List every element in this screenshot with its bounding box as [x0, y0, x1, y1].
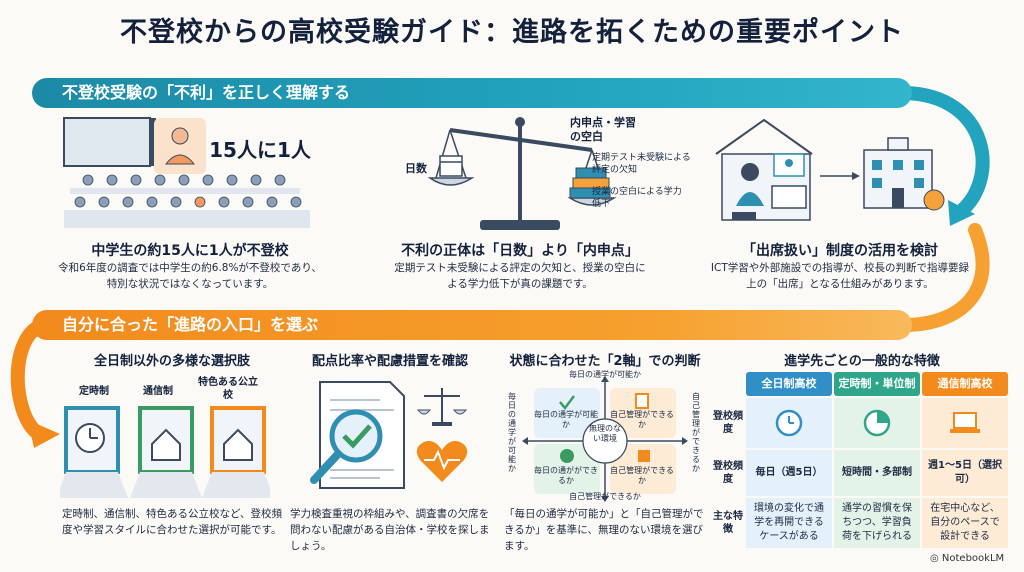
s1c3-text: ICT学習や外部施設での指導が、校長の判断で指導要録上の「出席」となる仕組みがあ…: [710, 262, 970, 290]
ratio-label: 15人に1人: [209, 138, 311, 162]
center-label: 無理のない環境: [589, 424, 621, 443]
logo-icon: ◎: [930, 553, 942, 564]
s1c2-text: 定期テスト未受験による評定の欠知と、授業の空白による学力低下が真の課題です。: [394, 262, 646, 290]
row-label-1: 登校頻度: [713, 411, 743, 435]
s1c2-title: 不利の正体は「日数」より「内申点」: [401, 243, 639, 259]
quadrant-4: 自己管理ができるか: [610, 466, 674, 485]
balance-scale-illustration: [427, 117, 617, 230]
classroom-illustration: [63, 117, 310, 228]
clock-icon: [746, 398, 832, 448]
axis-top: 毎日の通学が可能か: [569, 370, 641, 379]
freq-parttime: 短時間・多部制: [834, 450, 920, 496]
quadrant-1: 毎日の通学が可能か: [534, 410, 598, 429]
section1-banner: 不登校受験の「不利」を正しく理解する: [32, 78, 912, 108]
document-check-illustration: [310, 381, 468, 489]
two-axis-diagram: [522, 376, 688, 502]
home-study-illustration: [715, 118, 945, 221]
s2c2-text: 学力検査重視の枠組みや、調査書の欠席を問わない配慮がある自治体・学校を探しましょ…: [290, 508, 490, 552]
label-naishin: 内申点・学習の空白: [570, 116, 636, 143]
door1-label: 定時制: [79, 386, 109, 397]
door2-label: 通信制: [143, 386, 173, 397]
header-parttime: 定時制・単位制: [834, 372, 920, 396]
axis-left: 毎日の通学が可能か: [508, 392, 516, 473]
label-blank: 授業の空白による学力低下: [592, 187, 682, 209]
s2c2-title: 配点比率や配慮措置を確認: [311, 354, 468, 369]
quadrant-2: 自己管理ができるか: [610, 410, 674, 429]
freq-fulltime: 毎日（週5日）: [746, 450, 832, 496]
pie-clock-icon: [834, 398, 920, 448]
feature-parttime: 通学の習慣を保ちつつ、学習負荷を下げられる: [834, 498, 920, 548]
header-fulltime: 全日制高校: [746, 372, 832, 396]
freq-correspondence: 週1〜5日（選択可）: [922, 450, 1008, 496]
s2c1-text: 定時制、通信制、特色ある公立校など、登校頻度や学習スタイルに合わせた選択が可能で…: [62, 508, 282, 536]
page-title: 不登校からの高校受験ガイド：進路を拓くための重要ポイント: [120, 17, 904, 48]
notebooklm-logo: ◎ NotebookLM: [930, 553, 1004, 564]
axis-bottom: 自己管理ができるか: [569, 492, 641, 501]
s2c3-title: 状態に合わせた「2軸」での判断: [509, 354, 701, 369]
doors-illustration: [60, 406, 270, 498]
section2-banner: 自分に合った「進路の入口」を選ぶ: [32, 310, 912, 340]
row-label-3: 主な特徴: [713, 511, 743, 535]
s1c3-title: 「出席扱い」制度の活用を検討: [742, 243, 938, 259]
header-correspondence: 通信制高校: [922, 372, 1008, 396]
s2c1-title: 全日制以外の多様な選択肢: [93, 354, 250, 369]
row-label-2: 登校頻度: [713, 461, 743, 485]
s1c1-text: 令和6年度の調査では中学生の約6.8%が不登校であり、特別な状況ではなくなってい…: [58, 262, 322, 290]
label-test: 定期テスト未受験による評定の欠知: [592, 153, 691, 175]
door3-label: 特色ある公立校: [198, 377, 258, 401]
label-days: 日数: [405, 162, 427, 175]
s2c3-text: 「毎日の通学が可能か」と「自己管理ができるか」を基準に、無理のない環境を選びます…: [504, 508, 704, 552]
s1c1-title: 中学生の約15人に1人が不登校: [91, 243, 289, 259]
comparison-table: 全日制高校 定時制・単位制 通信制高校 登校頻度 登校頻度 毎日（週5日） 短時…: [712, 372, 1012, 552]
feature-correspondence: 在宅中心など、自分のペースで設計できる: [922, 498, 1008, 548]
logo-text: NotebookLM: [941, 553, 1005, 564]
s2c4-title: 進学先ごとの一般的な特徴: [784, 354, 940, 369]
quadrant-3: 毎日の通がができるか: [534, 466, 598, 485]
axis-right: 自己管理ができるか: [692, 392, 700, 473]
laptop-icon: [922, 398, 1008, 448]
feature-fulltime: 環境の変化で通学を再開できるケースがある: [746, 498, 832, 548]
